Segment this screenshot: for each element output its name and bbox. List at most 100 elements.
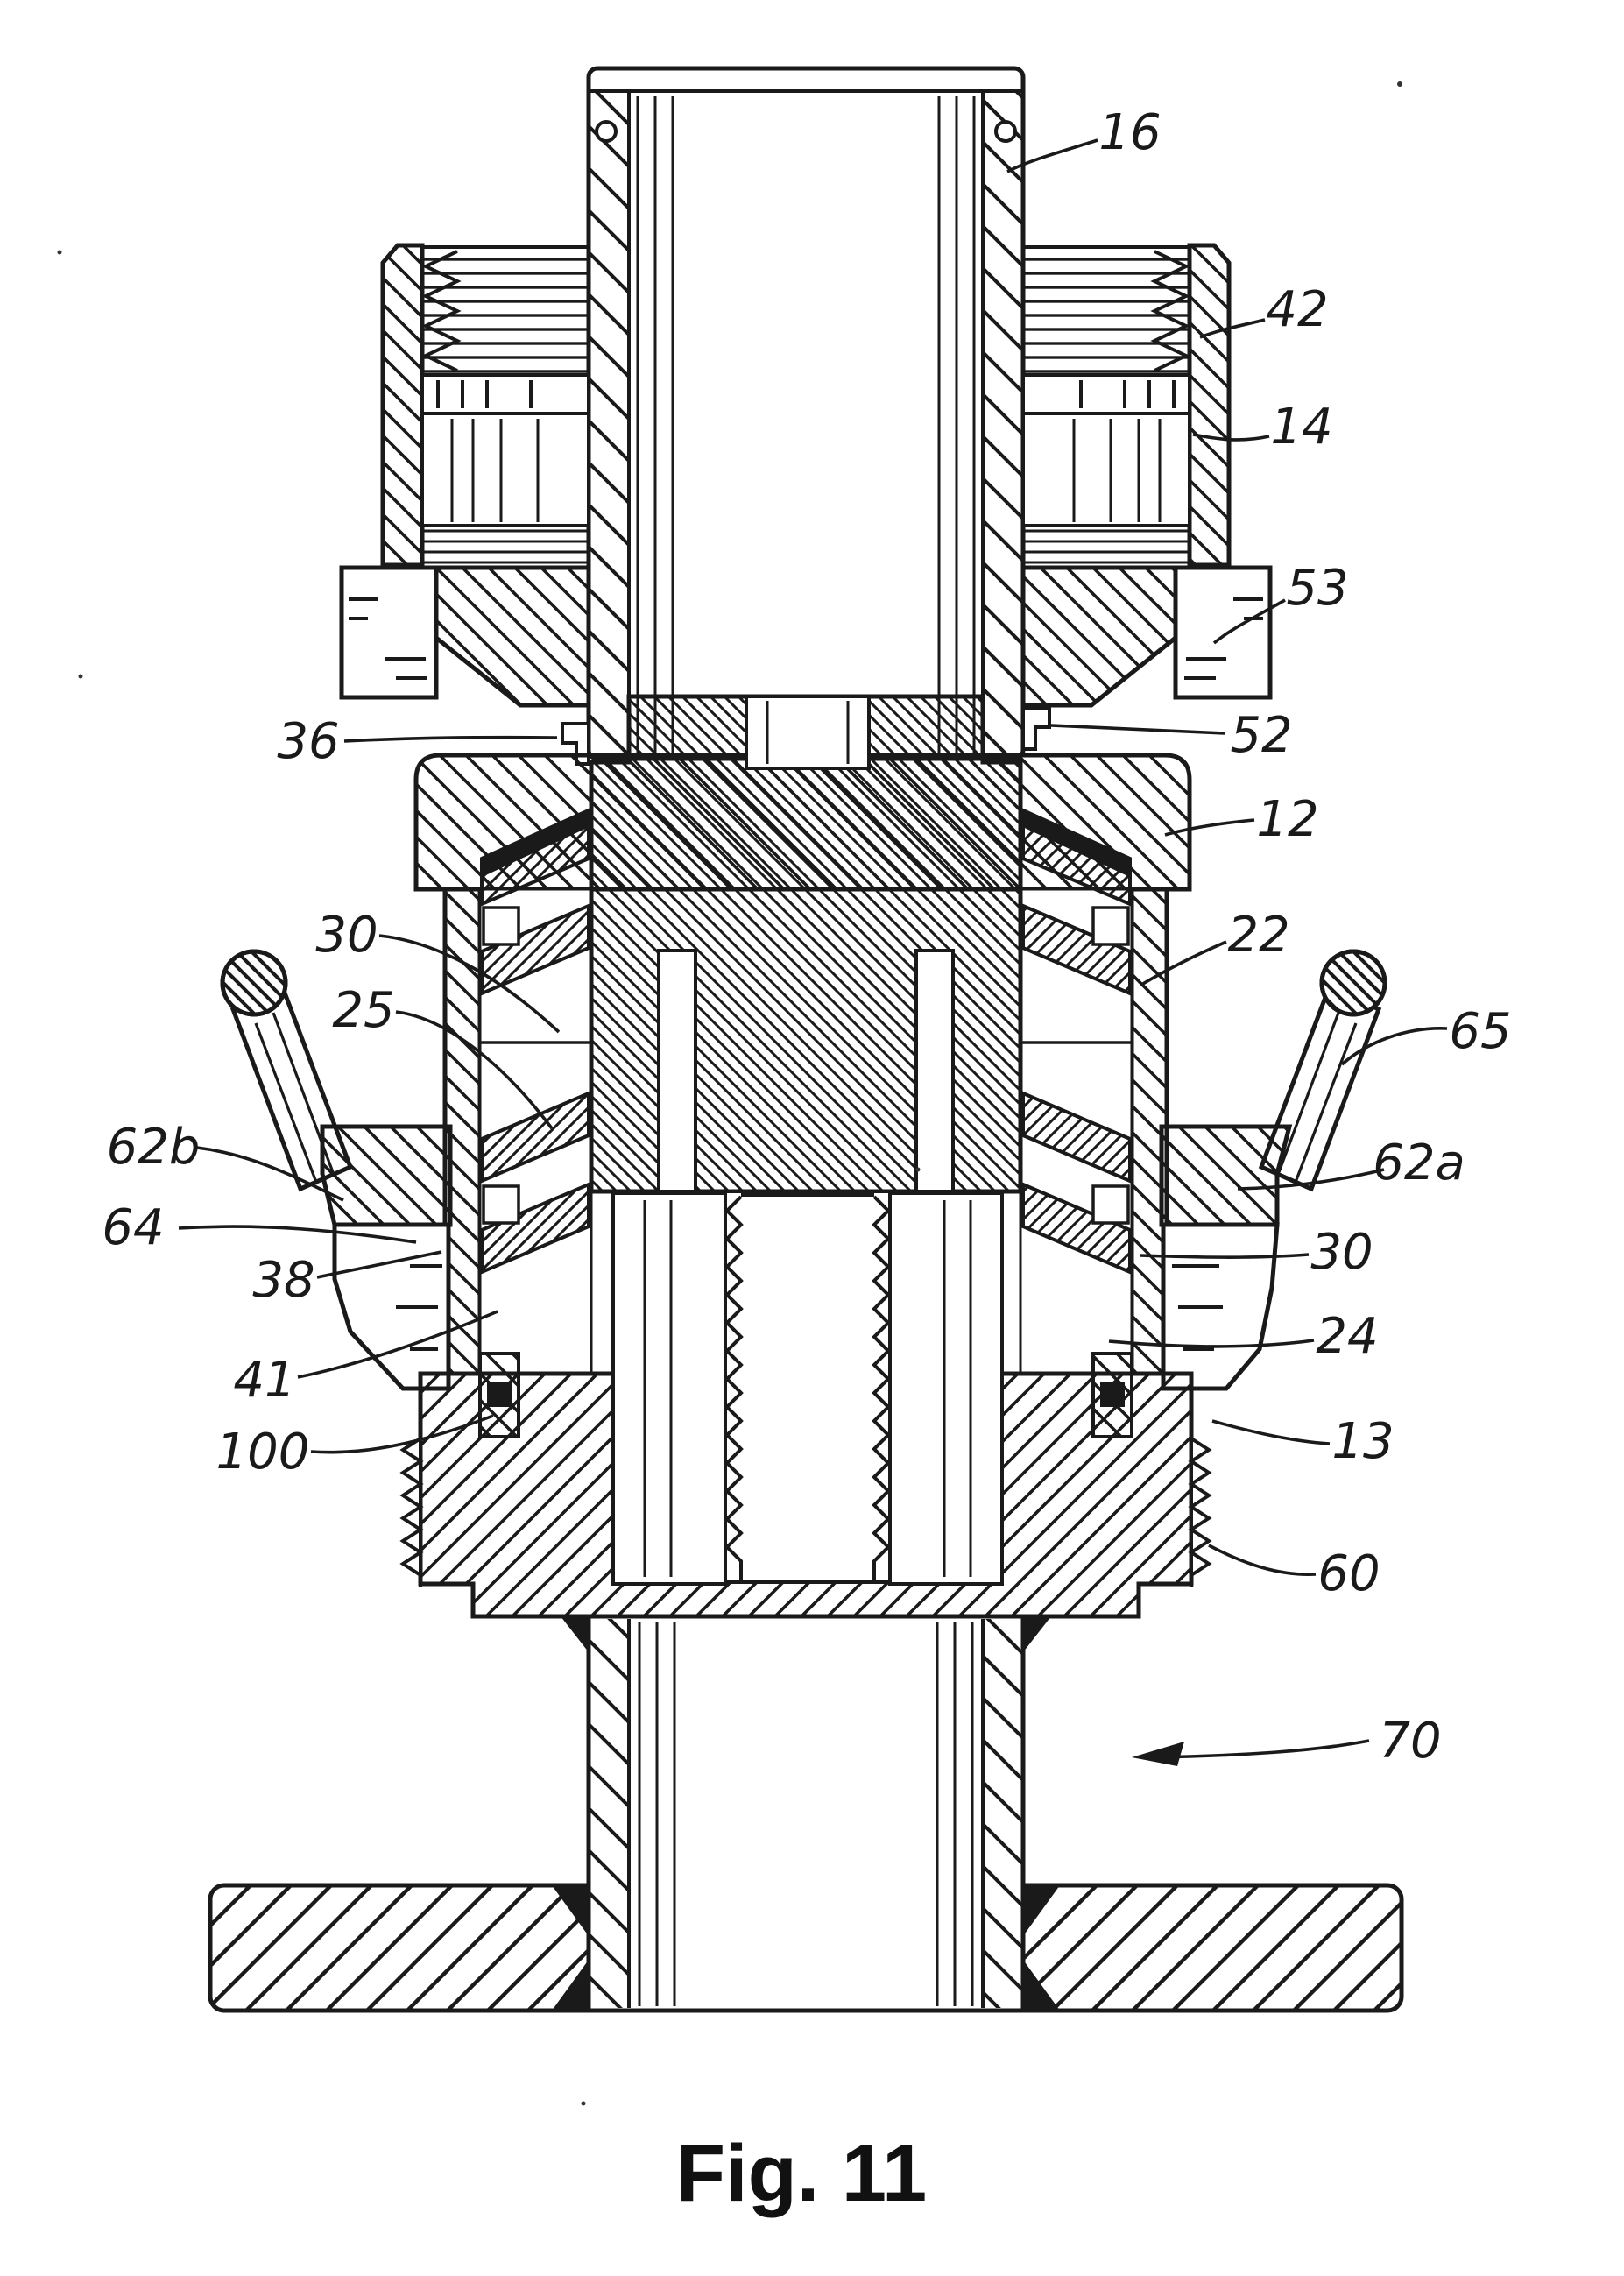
ref-label-64: 64 xyxy=(102,1199,164,1256)
upper-conduit-wall-right xyxy=(983,91,1021,757)
nut-lower-right xyxy=(1020,565,1178,708)
arrow-70 xyxy=(1132,1739,1370,1766)
ref-label-30-left: 30 xyxy=(315,907,378,964)
leader-12 xyxy=(1164,818,1255,837)
mounting-lug-left xyxy=(320,1124,453,1227)
lower-body xyxy=(399,1191,1212,1652)
ref-label-30-right: 30 xyxy=(1310,1224,1373,1281)
ref-label-62b: 62b xyxy=(107,1119,201,1176)
ref-label-65: 65 xyxy=(1449,1003,1511,1060)
wall-notch-right xyxy=(994,120,1017,143)
follower-ticks xyxy=(396,1264,1223,1351)
body-bore-left xyxy=(611,1191,727,1586)
nut-bore-left xyxy=(420,412,590,527)
leader-lines xyxy=(178,138,1448,1766)
seal-bracket-left-2 xyxy=(482,1184,520,1225)
upper-conduit xyxy=(586,66,1026,761)
stem-keyway xyxy=(745,695,871,770)
seal-block-ticks xyxy=(349,597,1263,680)
seal-block-53-right xyxy=(1173,565,1273,700)
stud-flank-left xyxy=(724,1195,744,1580)
valve-stem xyxy=(589,694,1023,1194)
seal-bracket-right-2 xyxy=(1091,1184,1130,1225)
seal-left-3 xyxy=(480,1090,590,1184)
leader-16 xyxy=(1006,138,1098,173)
leader-53 xyxy=(1212,598,1286,645)
leader-38 xyxy=(316,1250,442,1279)
stem-slot-right xyxy=(914,949,955,1193)
stem-thread xyxy=(724,1193,891,1584)
weld-wedge-top-left xyxy=(561,1616,589,1652)
ref-label-62a: 62a xyxy=(1373,1134,1465,1191)
thread-crests-right xyxy=(1150,250,1190,372)
handle-knob-left xyxy=(220,949,288,1017)
leader-13 xyxy=(1211,1419,1331,1445)
ref-label-13: 13 xyxy=(1331,1413,1394,1470)
spline-ticks xyxy=(436,380,1176,408)
ref-label-16: 16 xyxy=(1098,104,1161,161)
nut-lower-left xyxy=(434,565,591,708)
nut-fine-thread-left xyxy=(420,524,590,569)
ref-label-70: 70 xyxy=(1379,1713,1441,1770)
leader-25 xyxy=(395,1010,554,1130)
leader-64 xyxy=(178,1225,417,1244)
ref-label-53: 53 xyxy=(1286,560,1348,617)
leader-22 xyxy=(1140,940,1227,986)
leader-42 xyxy=(1199,318,1266,339)
wall-notch-left xyxy=(595,120,618,143)
leader-60 xyxy=(1208,1544,1317,1576)
leader-100 xyxy=(310,1414,494,1454)
flange-weld-marks xyxy=(552,1885,1060,2011)
stud-flank-right xyxy=(872,1195,891,1580)
ref-label-38: 38 xyxy=(252,1252,314,1309)
body-bore-right xyxy=(888,1191,1004,1586)
upper-conduit-wall-left xyxy=(590,91,629,757)
nut-thread-zone-left xyxy=(420,245,590,377)
ref-label-52: 52 xyxy=(1230,707,1292,764)
leader-24 xyxy=(1108,1339,1315,1348)
external-thread-left xyxy=(399,1435,424,1587)
ref-label-22: 22 xyxy=(1227,907,1289,964)
nut-wall-right xyxy=(1187,243,1232,568)
reference-labels: 16 42 14 53 36 52 12 22 30 25 65 62b 64 … xyxy=(102,104,1511,1770)
ref-label-12: 12 xyxy=(1256,791,1318,848)
print-specks xyxy=(57,81,1402,2106)
seal-right-3 xyxy=(1021,1090,1132,1184)
ref-label-42: 42 xyxy=(1266,281,1328,338)
leader-14 xyxy=(1192,433,1270,442)
leader-62b xyxy=(196,1146,344,1202)
ref-label-14: 14 xyxy=(1270,399,1332,456)
lower-conduit-wall-left xyxy=(590,1619,629,2008)
upper-conduit-bore-lines xyxy=(636,96,976,753)
seal-bracket-right-1 xyxy=(1091,906,1130,946)
stem-body xyxy=(589,694,1023,1194)
spline-band-left xyxy=(420,373,590,415)
nut-bore-lines xyxy=(450,419,1162,522)
nut-fine-thread-right xyxy=(1021,524,1191,569)
body-bore-lines xyxy=(643,1200,972,1577)
ref-label-24: 24 xyxy=(1316,1308,1378,1365)
seal-left-1 xyxy=(480,813,590,908)
leader-41 xyxy=(297,1310,498,1379)
mounting-lugs xyxy=(320,1124,1293,1227)
lower-conduit-bore-lines xyxy=(638,1622,974,2006)
leader-36 xyxy=(343,735,558,743)
lower-conduit-outline xyxy=(586,1614,1026,2013)
seal-left-4 xyxy=(480,1181,590,1276)
seal-bracket-left-1 xyxy=(482,906,520,946)
mounting-lug-right xyxy=(1159,1124,1293,1227)
upper-conduit-outline xyxy=(586,66,1026,761)
ref-label-60: 60 xyxy=(1317,1545,1380,1602)
weld-wedge-top-right xyxy=(1023,1616,1051,1652)
ref-label-41: 41 xyxy=(233,1352,295,1409)
leader-30-left xyxy=(378,934,561,1034)
nut-bore-right xyxy=(1021,412,1191,527)
retainer-lip-right xyxy=(1021,706,1051,751)
thread-crests-left xyxy=(421,250,462,372)
stem-slot-left xyxy=(657,949,697,1193)
arrowhead-70-icon xyxy=(1132,1742,1184,1766)
ref-label-100: 100 xyxy=(216,1424,310,1481)
ref-label-25: 25 xyxy=(332,982,394,1039)
